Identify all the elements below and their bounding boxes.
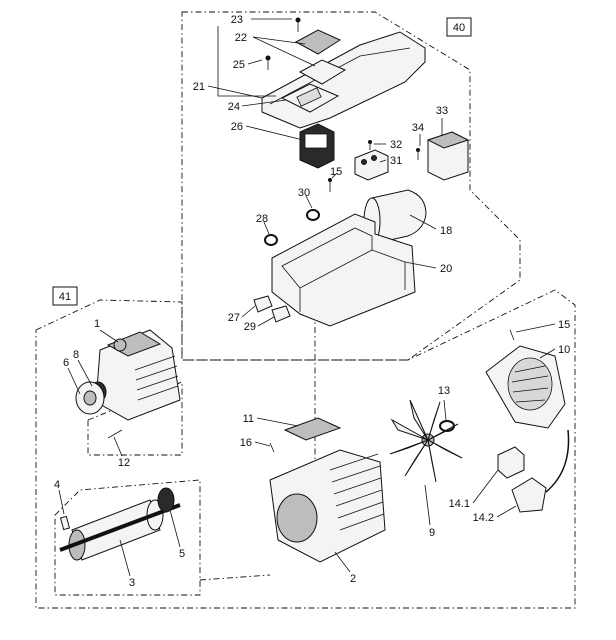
callout-10: 10 [558,344,570,356]
callout-20: 20 [440,263,452,275]
terminal-screw-a [361,159,367,165]
plate-11 [283,417,342,441]
callout-15b: 15 [558,319,570,331]
callout-23: 23 [231,14,243,26]
terminal-block-31 [354,149,389,181]
callout-5: 5 [179,548,185,560]
callout-24: 24 [228,101,240,113]
contactor-top [426,131,470,149]
terminal-box-inner [281,227,373,289]
group-40-boundary [181,11,521,361]
bearing-5 [157,487,175,513]
callout-33: 33 [436,105,448,117]
seal-ring-28 [264,234,278,246]
seal-ring-30 [306,209,320,221]
callout-14-2: 14.2 [473,512,494,524]
callout-8: 8 [73,349,79,361]
callout-4: 4 [54,479,60,491]
screw-23-head [295,17,301,23]
callout-28: 28 [256,213,268,225]
plug-14-2 [511,477,547,513]
callout-29: 29 [244,321,256,333]
callout-16: 16 [240,437,252,449]
screw-25-head [265,55,271,61]
gasket-inner [296,87,322,107]
callout-27: 27 [228,312,240,324]
screw-34-head [416,148,420,152]
fan-9 [389,399,463,483]
shaft-box [54,479,201,596]
screw-15b [509,329,515,341]
leader-lines [58,18,556,577]
group-40-label: 40 [453,22,465,34]
endshield-cap [113,338,127,352]
callout-11: 11 [243,413,254,425]
stator-fins [329,453,385,531]
group-41-boundary [35,289,576,609]
callout-31: 31 [390,155,402,167]
callout-6: 6 [63,357,69,369]
callout-21: 21 [193,81,205,93]
stator-bore [276,493,318,543]
key-4 [59,515,71,531]
callout-32: 32 [390,139,402,151]
callout-18: 18 [440,225,452,237]
callout-26: 26 [231,121,243,133]
screw-16 [269,442,275,453]
connection-line-2 [199,574,271,581]
callout-1: 1 [94,318,100,330]
callout-9: 9 [429,527,435,539]
callout-25: 25 [233,59,245,71]
callout-34: 34 [412,122,424,134]
window-22a [294,29,342,55]
group-40-box [446,17,472,37]
callout-13: 13 [438,385,450,397]
screw-32-head [368,140,372,144]
callout-3: 3 [129,577,135,589]
fan-cover-grille [507,357,553,411]
group-41-box [52,286,78,306]
rotor-shaft [59,503,181,552]
terminal-screw-b [371,155,377,161]
screw-15a-head [328,178,332,182]
callout-30: 30 [298,187,310,199]
endshield-fins [134,355,179,401]
callout-15a: 15 [330,166,342,178]
circlip-13 [439,420,455,432]
window-22b [298,59,347,85]
cable-gland-27 [253,295,273,313]
flange-6-hub [83,390,97,406]
callout-12: 12 [118,457,130,469]
callout-22: 22 [235,32,247,44]
switch-face [304,133,328,149]
cover-rim [269,47,411,105]
cover-part [261,31,426,129]
switch-14-1 [497,446,525,479]
screw-12 [107,429,123,439]
callout-2: 2 [350,573,356,585]
cable-gland-29 [271,305,291,323]
fan-cover-slots [511,365,549,403]
terminal-box-20 [271,213,416,327]
group-41-label: 41 [59,291,71,303]
capacitor-18 [371,189,427,245]
callout-14-1: 14.1 [449,498,470,510]
power-cord [545,429,570,493]
